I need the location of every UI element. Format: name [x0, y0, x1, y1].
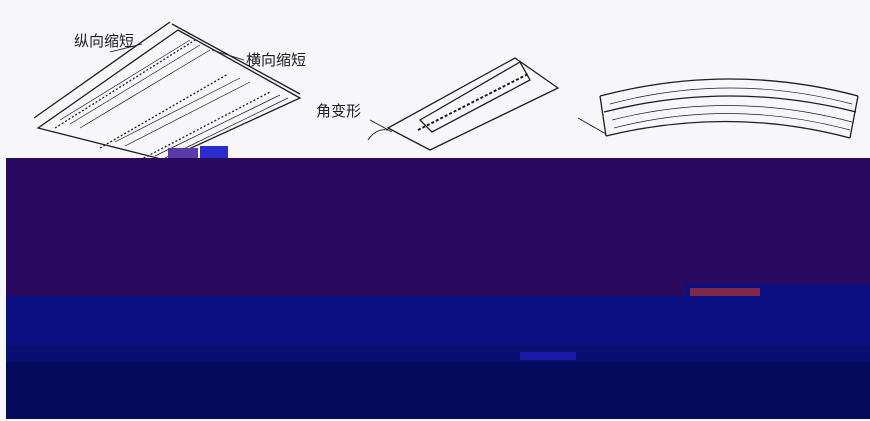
weld-seam-2 — [99, 73, 229, 149]
artifact-3 — [690, 288, 760, 296]
panel-angular-distortion — [367, 57, 560, 151]
dimension-line-longitudinal — [33, 21, 171, 119]
panel-longitudinal-transverse-shrinkage — [33, 21, 302, 161]
panel-bending-deformation — [577, 78, 859, 139]
weld-seam-1 — [54, 39, 196, 129]
band-dark-blue — [6, 346, 870, 364]
label-longitudinal-shrinkage: 纵向缩短 — [74, 32, 135, 50]
band-blue — [6, 296, 870, 348]
label-angular-distortion: 角变形 — [316, 102, 362, 120]
plate-outline — [36, 29, 302, 161]
beam-end-left — [599, 95, 607, 137]
dimension-line-transverse — [171, 23, 301, 95]
occlusion-bands — [6, 146, 870, 419]
plate-hatch — [59, 39, 289, 159]
artifact-1 — [168, 148, 198, 158]
band-navy — [6, 362, 870, 419]
beam-mid-edge — [603, 95, 857, 113]
label-transverse-shrinkage: 横向缩短 — [246, 51, 307, 69]
vertical-plate — [418, 61, 531, 133]
beam-hatch — [609, 87, 853, 131]
beam-top-edge — [599, 78, 859, 97]
leader-longitudinal — [109, 43, 143, 53]
beam-bottom-edge — [605, 120, 851, 139]
fillet-weld — [417, 73, 529, 131]
angle-leader — [369, 119, 393, 133]
weld-seam-3 — [139, 91, 271, 161]
band-purple — [6, 158, 870, 298]
angle-arc — [367, 129, 389, 141]
beam-end-right — [849, 95, 859, 139]
artifact-4 — [520, 352, 576, 360]
base-plate — [386, 57, 560, 151]
leader-transverse — [211, 49, 245, 61]
artifact-2 — [200, 146, 228, 158]
beam-leader — [577, 117, 607, 135]
